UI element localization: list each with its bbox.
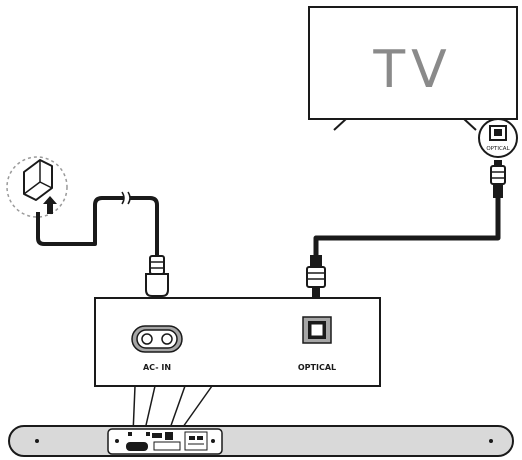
tv-stand-left	[333, 118, 347, 131]
soundbar-hdmi-port	[152, 433, 162, 438]
soundbar-ac-port	[126, 442, 148, 451]
plug-icon	[23, 159, 53, 201]
ac-in-socket	[131, 325, 183, 353]
tv-screen	[308, 6, 518, 120]
soundbar-optical-plug	[306, 255, 326, 299]
tv-optical-port-label: OPTICAL	[486, 146, 510, 152]
power-cable-break-mark-2	[127, 191, 131, 205]
tv-optical-port-callout: OPTICAL	[478, 118, 518, 158]
soundbar-screw-left	[35, 439, 39, 443]
tv-stand-right	[463, 118, 477, 131]
power-cable-left	[36, 196, 124, 246]
optical-cable	[313, 198, 501, 256]
wall-outlet	[6, 156, 68, 218]
tv-label: TV	[372, 40, 452, 100]
soundbar-screw-right	[489, 439, 493, 443]
power-cable-break-mark-1	[121, 191, 125, 205]
ac-in-label: AC- IN	[143, 363, 171, 372]
optical-socket	[302, 316, 332, 344]
tv-optical-plug	[490, 160, 506, 198]
arrow-up-icon	[43, 196, 57, 214]
soundbar-label-plate	[153, 441, 181, 451]
soundbar-service-port	[184, 431, 208, 451]
power-cable-right	[130, 196, 159, 258]
optical-label: OPTICAL	[298, 363, 336, 372]
tv-optical-port-inner-icon	[494, 129, 502, 136]
tv: TV	[308, 6, 518, 131]
connector-panel: AC- IN OPTICAL	[94, 297, 381, 387]
wall-outlet-dashed-circle	[6, 156, 68, 218]
soundbar	[8, 425, 514, 457]
soundbar-optical-port	[165, 432, 173, 440]
power-plug	[145, 255, 169, 297]
soundbar-body	[8, 425, 514, 457]
